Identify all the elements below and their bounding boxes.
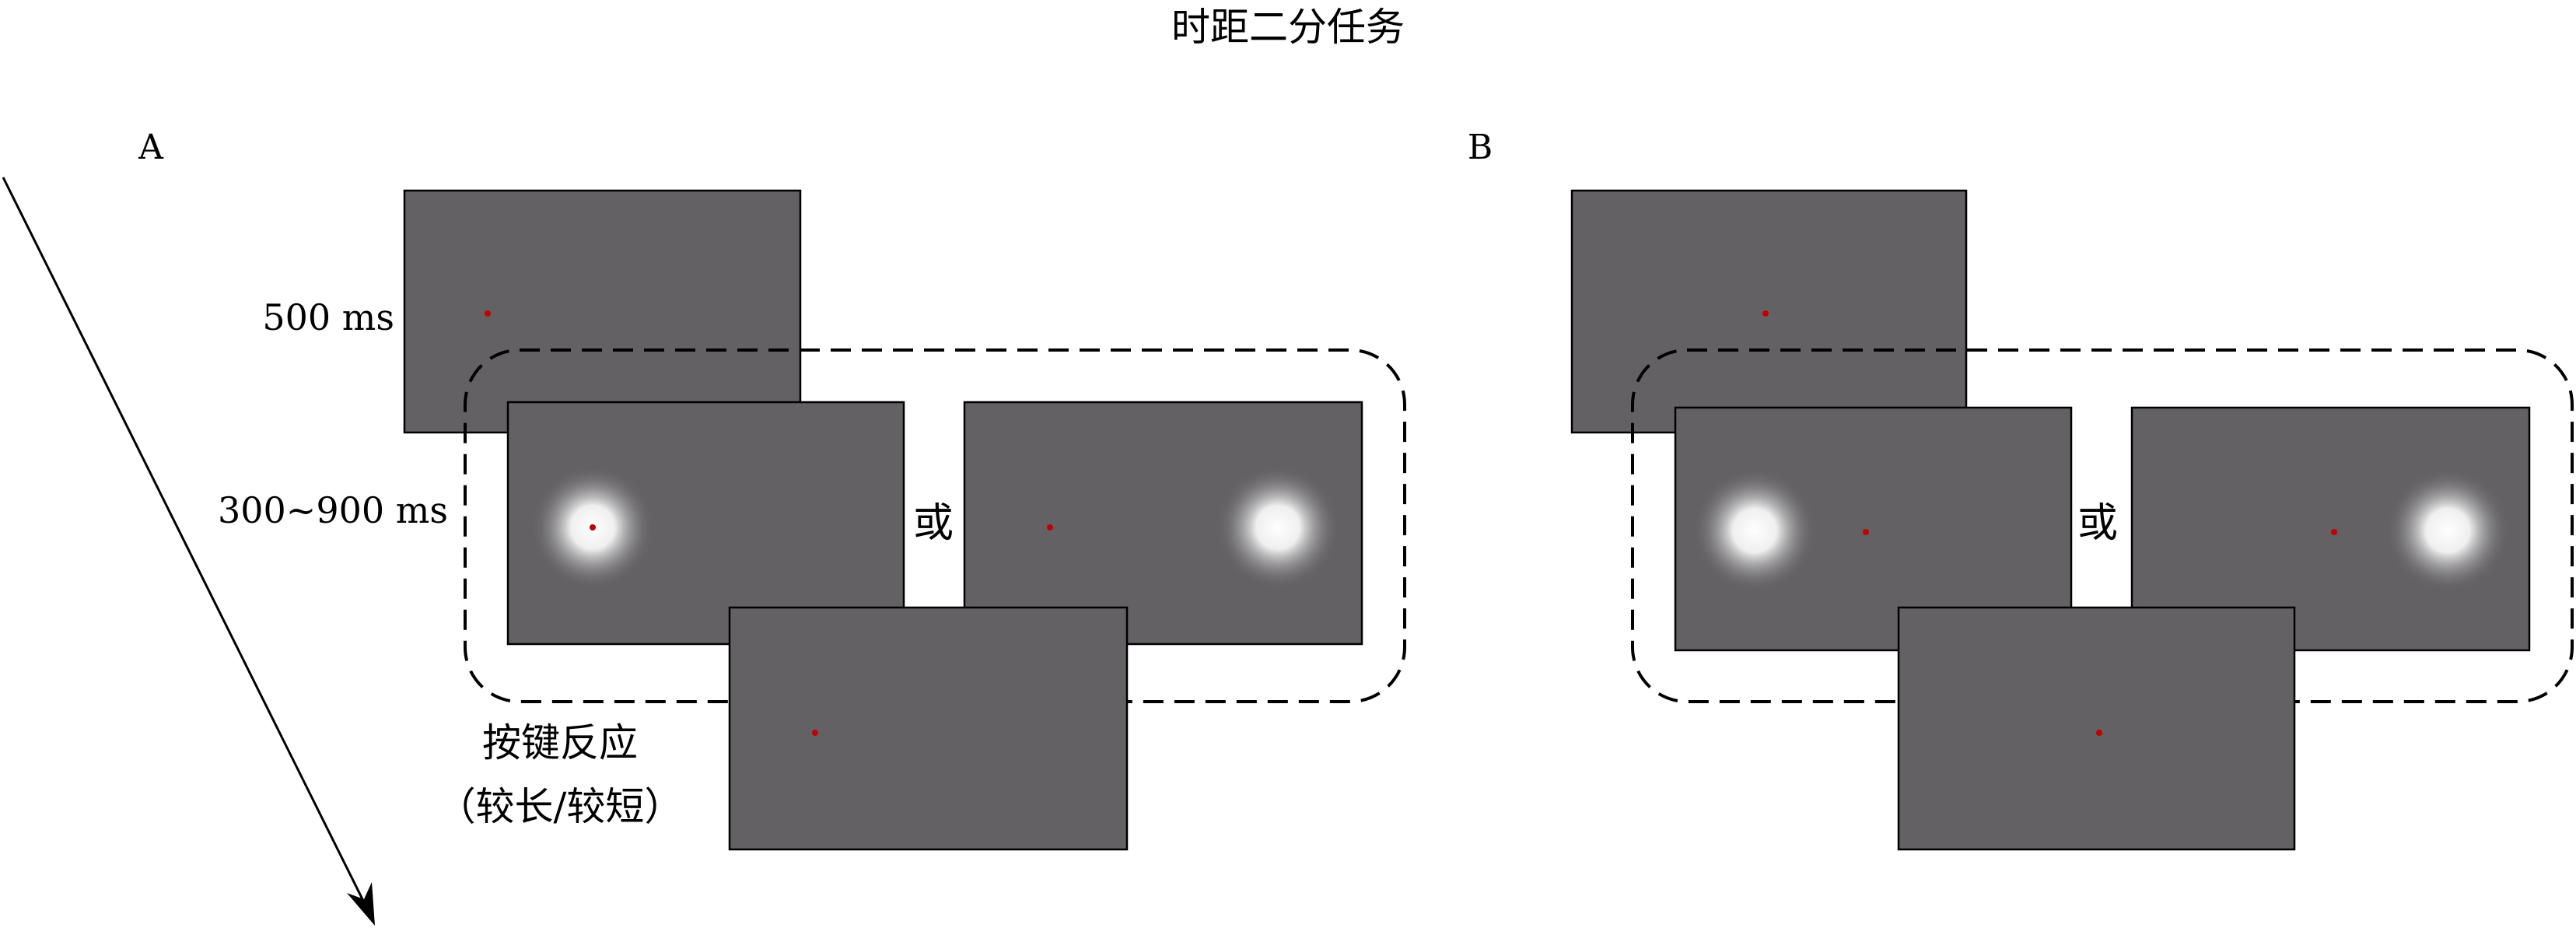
panel-a: A 500 ms 300~900 ms 或 按键反应 （较长/较短） — [138, 128, 1406, 851]
gaussian-stimulus — [2385, 468, 2510, 593]
or-label: 或 — [913, 500, 954, 547]
fixation-dot — [1863, 529, 1869, 535]
stimulus-screen-right — [963, 401, 1363, 646]
fixation-dot — [812, 730, 818, 736]
response-options-label: （较长/较短） — [437, 784, 684, 829]
panel-label-a: A — [138, 128, 164, 167]
arrowhead-icon — [347, 882, 375, 926]
fixation-screen — [1570, 189, 1968, 434]
fixation-dot — [1762, 310, 1769, 317]
fixation-screen — [403, 189, 802, 434]
stimulus-duration-label: 300~900 ms — [218, 489, 448, 531]
gaussian-stimulus — [1692, 468, 1817, 593]
panel-b: B 或 — [1468, 128, 2574, 851]
fixation-dot — [590, 524, 596, 531]
figure-title: 时距二分任务 — [1171, 5, 1405, 50]
response-label: 按键反应 — [482, 720, 638, 765]
response-screen — [728, 606, 1129, 851]
time-arrow — [2, 177, 375, 926]
fixation-dot — [2096, 730, 2102, 736]
fixation-duration-label: 500 ms — [262, 296, 394, 338]
panel-label-b: B — [1468, 128, 1493, 167]
gaussian-stimulus — [1216, 465, 1340, 590]
stimulus-screen-left — [506, 401, 905, 646]
fixation-dot — [2331, 529, 2337, 535]
fixation-dot — [485, 310, 491, 317]
fixation-dot — [1047, 524, 1053, 531]
response-screen — [1897, 606, 2296, 851]
or-label: 或 — [2077, 500, 2118, 547]
